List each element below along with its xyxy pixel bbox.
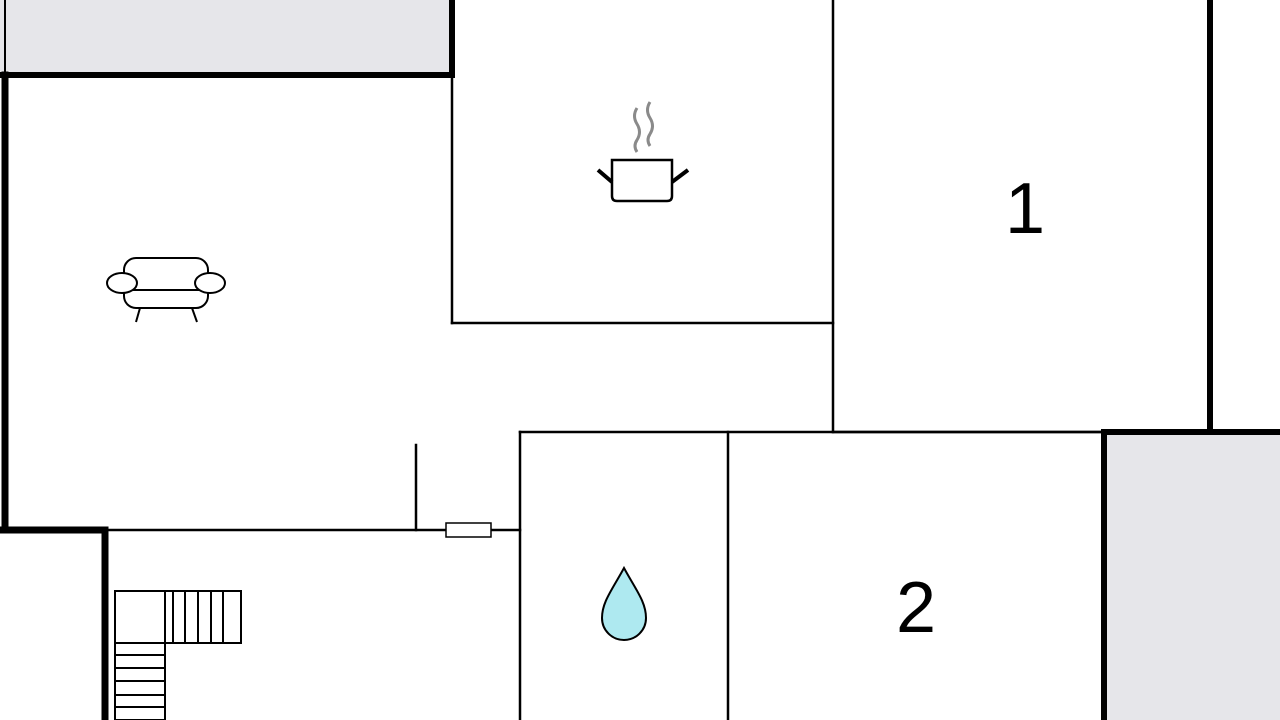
- window: [445, 522, 492, 538]
- cooking-pot-icon: [596, 101, 690, 203]
- room-label-1: 1: [1005, 169, 1045, 249]
- stairs-icon: [114, 590, 242, 720]
- outside-area-right: [1104, 432, 1280, 720]
- room-label-2: 2: [896, 568, 936, 648]
- water-drop-icon: [600, 565, 648, 641]
- outside-area-top-left: [0, 0, 452, 75]
- sofa-icon: [106, 257, 226, 323]
